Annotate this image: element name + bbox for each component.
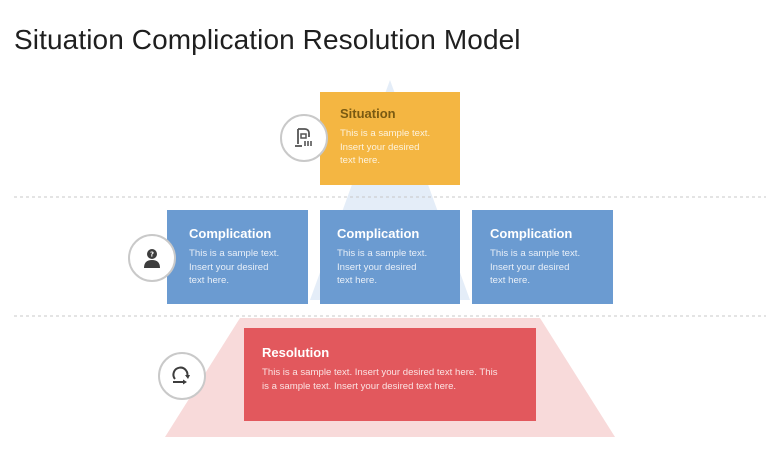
complication-line: Insert your desired xyxy=(490,261,570,273)
person-question-icon: ? xyxy=(144,249,160,268)
situation-box: Situation This is a sample text. Insert … xyxy=(320,92,460,185)
resolution-icon-circle xyxy=(158,352,206,400)
situation-line: text here. xyxy=(340,155,380,166)
resolution-heading: Resolution xyxy=(262,345,330,360)
complication-box-2: Complication This is a sample text. Inse… xyxy=(320,210,460,304)
complication-line: This is a sample text. xyxy=(490,248,581,259)
page-title: Situation Complication Resolution Model xyxy=(14,24,521,55)
complication-box-3: Complication This is a sample text. Inse… xyxy=(472,210,613,304)
document-bars-icon xyxy=(295,128,312,147)
complication-box-1: Complication This is a sample text. Inse… xyxy=(167,210,308,304)
situation-heading: Situation xyxy=(340,106,396,121)
complication-heading: Complication xyxy=(490,226,573,241)
complication-text: This is a sample text. Insert your desir… xyxy=(189,247,298,288)
resolution-line: This is a sample text. Insert your desir… xyxy=(262,367,498,378)
situation-icon-circle xyxy=(280,114,328,162)
complication-heading: Complication xyxy=(189,226,272,241)
circular-arrow-icon xyxy=(172,366,190,385)
complication-line: This is a sample text. xyxy=(337,248,428,259)
situation-line: This is a sample text. xyxy=(340,128,431,139)
complication-icon-circle: ? xyxy=(128,234,176,282)
complication-line: Insert your desired xyxy=(189,261,269,273)
svg-text:?: ? xyxy=(150,251,154,259)
situation-line: Insert your desired xyxy=(340,141,420,153)
resolution-line: is a sample text. Insert your desired te… xyxy=(262,380,457,392)
complication-line: This is a sample text. xyxy=(189,248,280,259)
complication-text: This is a sample text. Insert your desir… xyxy=(337,247,450,288)
complication-line: text here. xyxy=(490,275,530,286)
resolution-text: This is a sample text. Insert your desir… xyxy=(262,366,522,393)
complication-line: text here. xyxy=(337,275,377,286)
situation-text: This is a sample text. Insert your desir… xyxy=(340,127,448,168)
complication-line: text here. xyxy=(189,275,229,286)
resolution-box: Resolution This is a sample text. Insert… xyxy=(244,328,536,421)
complication-heading: Complication xyxy=(337,226,420,241)
complication-line: Insert your desired xyxy=(337,261,417,273)
complication-text: This is a sample text. Insert your desir… xyxy=(490,247,603,288)
